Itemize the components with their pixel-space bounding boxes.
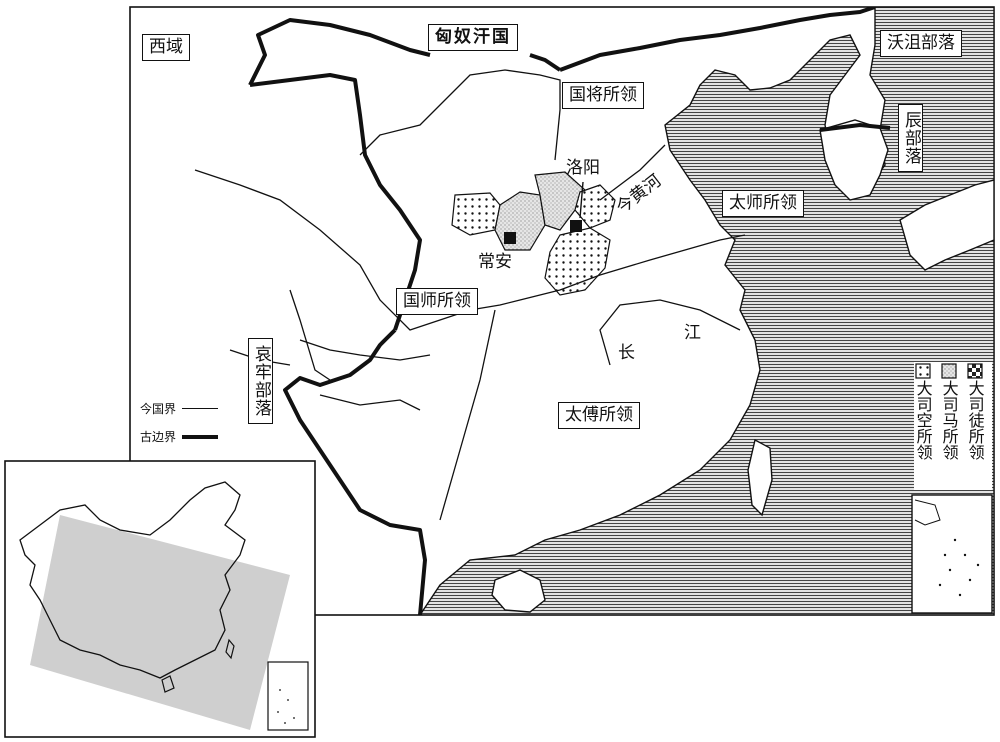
legend-ancient-label: 古边界 xyxy=(140,430,177,444)
label-taifu: 太傅所领 xyxy=(558,402,640,429)
label-woju: 沃沮部落 xyxy=(880,30,962,57)
label-chen: 辰部落 xyxy=(898,104,923,172)
key-sima: 大司马所领 xyxy=(939,380,959,460)
hainan-island xyxy=(491,569,546,613)
river-changjiang-1: 长 xyxy=(618,343,635,363)
china-outline xyxy=(19,481,246,679)
legend-ancient-line xyxy=(182,434,219,439)
ancient-borders xyxy=(248,7,891,615)
locator-inset xyxy=(4,460,316,738)
key-swatch-sima xyxy=(941,363,957,379)
japan-islands xyxy=(899,179,994,271)
label-guojiang: 国将所领 xyxy=(562,82,644,109)
modern-boundaries xyxy=(194,69,746,521)
key-swatch-sikong xyxy=(915,363,931,379)
label-xiyu: 西域 xyxy=(142,34,190,61)
legend-modern-label: 今国界 xyxy=(140,402,177,416)
luoyang-marker xyxy=(570,220,582,232)
coverage-area xyxy=(30,515,290,730)
legend-modern: 今国界 xyxy=(140,400,219,417)
south-sea-inset-main xyxy=(911,494,993,614)
sikong-district xyxy=(451,192,501,236)
sikong-district-south xyxy=(544,227,611,296)
river-changjiang-2: 江 xyxy=(684,323,701,343)
taiwan-island xyxy=(747,438,773,517)
key-sikong: 大司空所领 xyxy=(913,380,933,460)
key-swatch-situ xyxy=(967,363,983,379)
label-ailao: 哀牢部落 xyxy=(248,338,273,424)
sima-district-2 xyxy=(534,171,586,231)
label-xiongnu: 匈奴汗国 xyxy=(428,24,518,51)
label-changan: 常安 xyxy=(478,252,512,272)
locator-south-sea-box xyxy=(267,661,309,731)
label-luoyang: 洛阳 xyxy=(566,158,600,178)
legend-modern-line xyxy=(182,408,219,409)
label-taishi: 太师所领 xyxy=(722,190,804,217)
key-situ: 大司徒所领 xyxy=(965,380,985,460)
changan-marker xyxy=(504,232,516,244)
legend-ancient: 古边界 xyxy=(140,428,219,445)
label-guoshi: 国师所领 xyxy=(396,288,478,315)
